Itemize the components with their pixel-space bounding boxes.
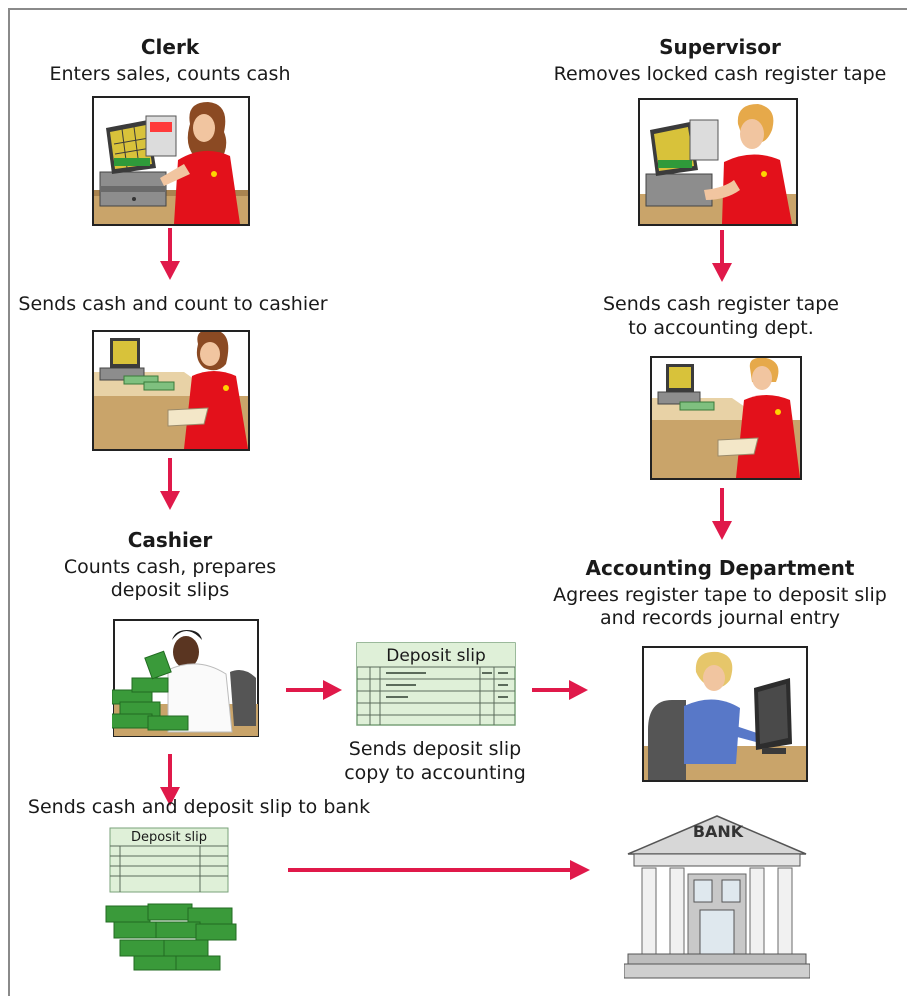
deposit-slip-caption-line2: copy to accounting [344,762,526,784]
supervisor-title: Supervisor [659,35,781,59]
bank-slip-title: Deposit slip [130,830,208,845]
accounting-clerk-illustration [642,646,808,782]
supervisor-send-line1: Sends cash register tape [602,293,839,315]
bank-sign: BANK [692,822,744,841]
frame-top-border [8,8,907,10]
slip-to-accounting-arrow [532,680,588,700]
frame-left-border [8,8,10,996]
supervisor-down-arrow [712,230,732,282]
cashier-desc-line1: Counts cash, prepares [63,556,277,578]
clerk-to-cashier-arrow [160,228,180,280]
clerk-title: Clerk [140,35,200,59]
cashier-illustration [112,618,264,738]
bundle-to-bank-arrow [288,860,590,880]
clerk-desc: Enters sales, counts cash [49,63,291,85]
accounting-desc-line1: Agrees register tape to deposit slip [553,584,887,606]
clerk-counting-illustration [92,330,250,451]
deposit-slip-title: Deposit slip [386,646,486,666]
bank-building-illustration [623,814,811,980]
accounting-title: Accounting Department [585,556,855,580]
clerk-register-illustration [92,96,250,226]
clerk-to-cashier-arrow-2 [160,458,180,510]
cashier-to-bank-arrow [160,754,180,806]
accounting-desc-line2: and records journal entry [599,607,841,629]
bank-deposit-bundle-illustration [96,824,246,974]
clerk-send-caption: Sends cash and count to cashier [18,293,328,315]
supervisor-send-line2: to accounting dept. [628,317,814,339]
deposit-slip-caption-line1: Sends deposit slip [348,738,522,760]
cashier-title: Cashier [127,528,213,552]
supervisor-register-illustration [638,98,798,226]
supervisor-tape-illustration [650,356,802,480]
cashier-desc-line2: deposit slips [110,579,230,601]
deposit-slip-form [356,642,516,726]
cashier-to-slip-arrow [286,680,342,700]
supervisor-desc: Removes locked cash register tape [553,63,887,85]
bank-send-caption: Sends cash and deposit slip to bank [27,796,371,818]
supervisor-to-accounting-arrow [712,488,732,540]
